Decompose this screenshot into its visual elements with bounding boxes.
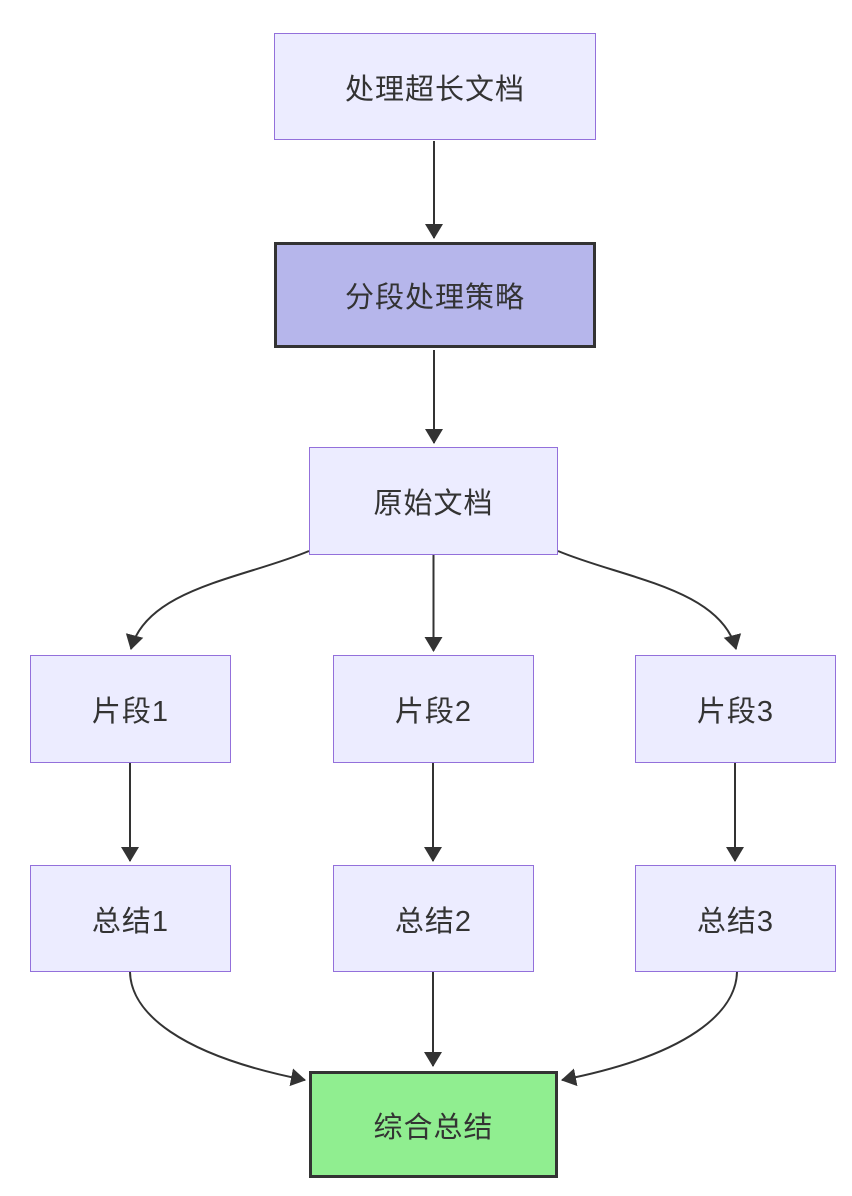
node-process-long-document: 处理超长文档 bbox=[274, 33, 596, 140]
node-label: 处理超长文档 bbox=[344, 73, 525, 106]
edge-original-to-fragment-1 bbox=[125, 550, 310, 650]
node-label: 片段3 bbox=[696, 696, 775, 728]
node-summary-2: 总结2 bbox=[333, 865, 534, 972]
node-label: 总结1 bbox=[91, 905, 170, 938]
node-label: 总结2 bbox=[394, 905, 473, 938]
edge-summary-3-to-final bbox=[561, 971, 738, 1087]
node-label: 综合总结 bbox=[373, 1111, 494, 1144]
edge-summary-1-to-final bbox=[129, 971, 306, 1087]
node-label: 片段1 bbox=[91, 696, 170, 728]
node-fragment-1: 片段1 bbox=[30, 655, 231, 763]
node-label: 片段2 bbox=[394, 696, 473, 728]
edge-original-to-fragment-3 bbox=[557, 550, 742, 650]
node-summary-3: 总结3 bbox=[635, 865, 836, 972]
node-original-document: 原始文档 bbox=[309, 447, 558, 555]
node-final-summary: 综合总结 bbox=[309, 1071, 558, 1178]
node-fragment-3: 片段3 bbox=[635, 655, 836, 763]
node-label: 原始文档 bbox=[373, 488, 494, 520]
node-label: 分段处理策略 bbox=[344, 282, 525, 314]
node-summary-1: 总结1 bbox=[30, 865, 231, 972]
node-fragment-2: 片段2 bbox=[333, 655, 534, 763]
node-segment-strategy: 分段处理策略 bbox=[274, 242, 596, 348]
node-label: 总结3 bbox=[696, 905, 775, 938]
